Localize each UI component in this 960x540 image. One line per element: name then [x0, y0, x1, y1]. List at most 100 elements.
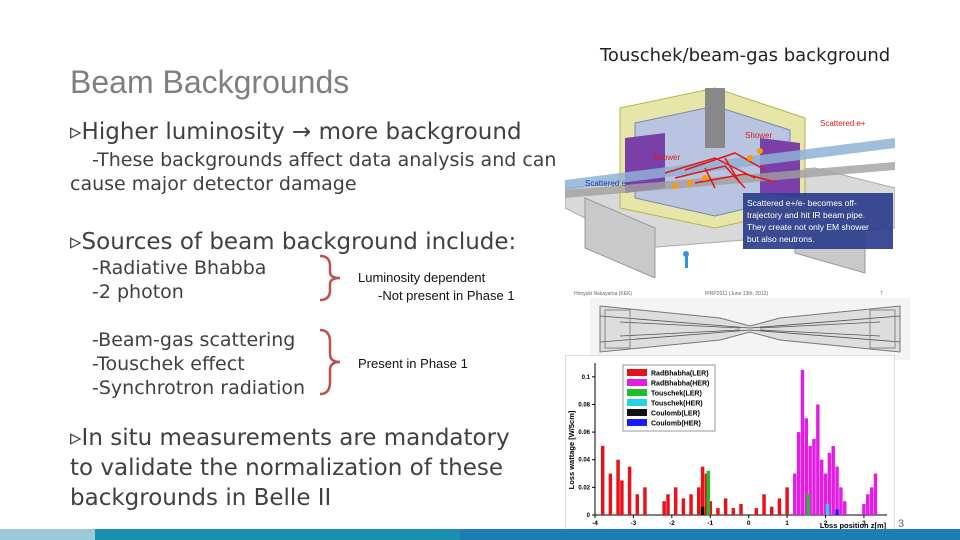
- callout-line4: but also neutrons.: [747, 234, 815, 244]
- bar-1-11: [835, 466, 839, 515]
- bar-1-8: [823, 473, 828, 515]
- bar-0-22: [770, 506, 774, 515]
- legend-label-3: Touschek(HER): [651, 401, 703, 408]
- source-2-photon: -2 photon: [92, 281, 184, 303]
- bar-0-20: [754, 508, 759, 515]
- bar-0-7: [662, 501, 666, 515]
- note-luminosity-dependent: Luminosity dependent: [358, 270, 486, 285]
- bar-0-23: [777, 498, 782, 515]
- credit-mid: IPRP2011 (June 13th, 2012): [705, 291, 769, 297]
- page-number: 3: [898, 518, 905, 530]
- bullet-higher-luminosity: ▹Higher luminosity → more background: [70, 119, 522, 145]
- x-tick-label-4: 0: [747, 520, 751, 527]
- y-tick-label-5: 0.1: [582, 375, 591, 381]
- bar-1-1: [796, 432, 801, 515]
- x-tick-label-1: -3: [631, 520, 637, 527]
- legend-swatch-1: [627, 379, 647, 386]
- x-tick-label-2: -2: [669, 520, 675, 527]
- x-tick-label-3: -1: [707, 520, 713, 527]
- figure-title: Touschek/beam-gas background: [600, 45, 891, 66]
- bar-0-11: [689, 494, 693, 515]
- bar-0-10: [681, 498, 686, 515]
- x-tick-label-7: 3: [862, 520, 866, 527]
- bar-2-0: [706, 470, 711, 515]
- bullet-sources: ▹Sources of beam background include:: [70, 229, 517, 255]
- bar-0-15: [708, 501, 712, 515]
- legend-swatch-3: [627, 399, 647, 406]
- y-tick-label-3: 0.06: [578, 430, 590, 436]
- callout-line1: Scattered e+/e- becomes off-: [747, 198, 857, 208]
- bar-1-13: [843, 501, 847, 515]
- bar-0-18: [731, 508, 736, 515]
- bar-1-6: [816, 404, 820, 515]
- bottom-accent-bar: [0, 529, 960, 540]
- source-touschek: -Touschek effect: [92, 353, 245, 375]
- note-not-present-phase1: -Not present in Phase 1: [378, 288, 515, 303]
- bar-1-17: [873, 473, 878, 515]
- credit-right: 7: [880, 291, 883, 297]
- legend-swatch-0: [627, 369, 647, 376]
- bar-0-9: [673, 487, 678, 515]
- bar-0-6: [643, 487, 647, 515]
- callout-line2: trajectory and hit IR beam pipe.: [747, 210, 865, 220]
- bullet-in-situ: ▹In situ measurements are mandatory: [70, 425, 510, 451]
- bar-0-16: [716, 508, 720, 515]
- legend-label-1: RadBhabha(HER): [651, 381, 709, 388]
- x-tick-label-6: 2: [824, 520, 828, 527]
- bar-0-21: [762, 494, 766, 515]
- detector-illustration: Scattered e+ Shower Shower Scattered e- …: [565, 87, 895, 278]
- bar-2-1: [806, 494, 810, 515]
- bar-0-24: [785, 487, 789, 515]
- bar-0-5: [635, 494, 639, 515]
- bar-0-1: [608, 473, 613, 515]
- x-tick-label-5: 1: [785, 520, 789, 527]
- note-present-phase1: Present in Phase 1: [358, 356, 468, 371]
- callout-line3: They create not only EM shower: [747, 222, 869, 232]
- y-tick-label-1: 0.02: [578, 485, 590, 491]
- bar-0-3: [620, 480, 624, 515]
- bullet1-sub-line1: -These backgrounds affect data analysis …: [92, 149, 557, 171]
- bar-5-0: [835, 509, 839, 515]
- label-shower-left: Shower: [653, 153, 680, 162]
- y-tick-label-4: 0.08: [578, 402, 590, 408]
- bar-1-2: [800, 369, 805, 515]
- bar-0-13: [700, 466, 705, 515]
- chart-ylabel: Loss wattage [W/5cm]: [567, 410, 576, 489]
- bar-0-8: [666, 494, 670, 515]
- bullet1-sub-line2: cause major detector damage: [70, 173, 357, 195]
- legend-label-4: Coulomb(LER): [651, 411, 700, 418]
- bar-1-14: [862, 503, 866, 515]
- bar-4-0: [700, 506, 705, 515]
- bullet3-cont-line2: backgrounds in Belle II: [70, 485, 332, 511]
- bar-1-9: [827, 452, 832, 515]
- legend-label-5: Coulomb(HER): [651, 421, 701, 428]
- source-beam-gas: -Beam-gas scattering: [92, 329, 296, 351]
- chart-xlabel: Loss position z[m]: [820, 521, 887, 530]
- bar-0-19: [739, 503, 743, 515]
- chart-legend: RadBhabha(LER)RadBhabha(HER)Touschek(LER…: [622, 364, 716, 432]
- bar-0-4: [627, 466, 632, 515]
- bar-0-0: [600, 445, 605, 515]
- bar-0-2: [616, 459, 620, 515]
- bar-1-16: [869, 487, 874, 515]
- legend-swatch-4: [627, 409, 647, 416]
- y-tick-label-0: 0: [587, 513, 591, 519]
- bar-0-14: [704, 473, 709, 515]
- source-synchrotron: -Synchrotron radiation: [92, 377, 306, 399]
- bar-1-5: [812, 439, 816, 515]
- y-tick-label-2: 0.04: [578, 458, 590, 464]
- legend-swatch-2: [627, 389, 647, 396]
- brace-group1: [319, 254, 341, 302]
- bar-1-7: [819, 459, 824, 515]
- bar-3-0: [825, 503, 830, 515]
- bar-1-4: [808, 445, 812, 515]
- brace-group2: [319, 328, 341, 396]
- bar-0-12: [697, 487, 701, 515]
- credit-left: Hiroyuki Nakayama (KEK): [574, 291, 633, 297]
- ir-beampipe-diagram: [590, 298, 910, 360]
- x-tick-label-0: -4: [592, 520, 598, 527]
- loss-wattage-chart: -4 -3 -2 -1 0 1 2 3 0 0.02 0.04 0.06 0.08 0.1 RadBhab…: [565, 355, 895, 535]
- label-shower-right: Shower: [745, 131, 772, 140]
- label-scattered-eminus: Scattered e-: [585, 179, 629, 188]
- bar-1-10: [831, 445, 835, 515]
